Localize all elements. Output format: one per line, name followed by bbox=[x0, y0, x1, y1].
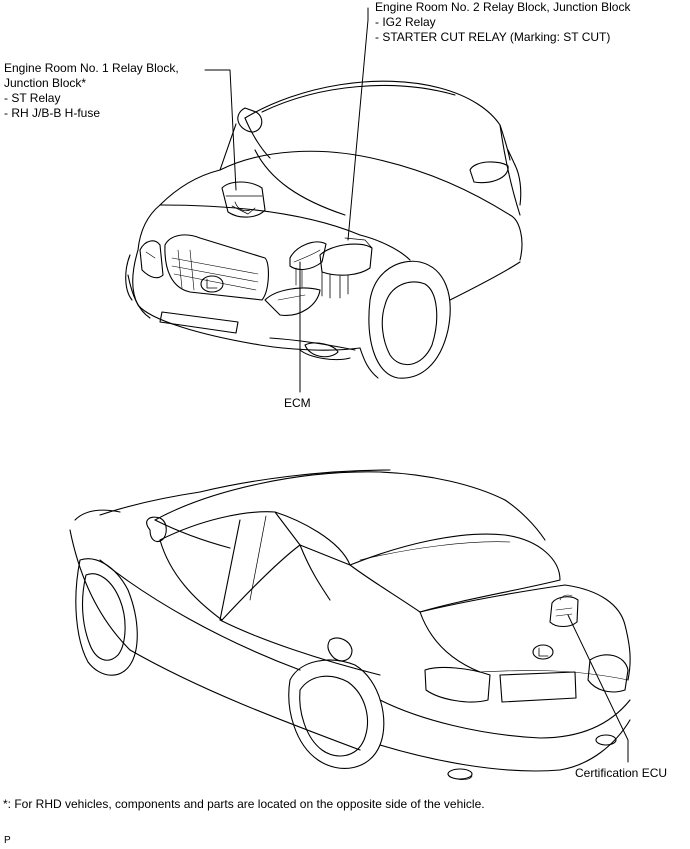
relay-block-1-item: - RH J/B-B H-fuse bbox=[4, 106, 101, 120]
leader-lines-rear bbox=[568, 615, 628, 762]
page-marker: P bbox=[4, 835, 11, 846]
relay-block-2-title: Engine Room No. 2 Relay Block, Junction … bbox=[375, 0, 631, 14]
footnote: *: For RHD vehicles, components and part… bbox=[3, 797, 485, 811]
relay-block-1-callout: Engine Room No. 1 Relay Block, Junction … bbox=[4, 61, 179, 121]
ecm-icon bbox=[290, 242, 326, 287]
rear-view-car bbox=[70, 470, 630, 780]
relay-block-2-item: - IG2 Relay bbox=[375, 15, 436, 29]
relay-block-1-title-line1: Engine Room No. 1 Relay Block, bbox=[4, 61, 179, 75]
relay-block-1-icon bbox=[222, 182, 265, 217]
relay-block-1-item: - ST Relay bbox=[4, 91, 61, 105]
certification-ecu-icon bbox=[550, 595, 578, 626]
relay-block-2-callout: Engine Room No. 2 Relay Block, Junction … bbox=[375, 0, 630, 45]
certification-ecu-label: Certification ECU bbox=[575, 766, 668, 780]
front-view-car bbox=[126, 81, 522, 378]
relay-block-1-title-line2: Junction Block* bbox=[4, 76, 87, 90]
leader-lines-front bbox=[205, 8, 368, 392]
relay-block-2-item: - STARTER CUT RELAY (Marking: ST CUT) bbox=[375, 30, 611, 44]
ecm-label: ECM bbox=[284, 396, 311, 410]
relay-block-2-icon bbox=[320, 238, 372, 298]
